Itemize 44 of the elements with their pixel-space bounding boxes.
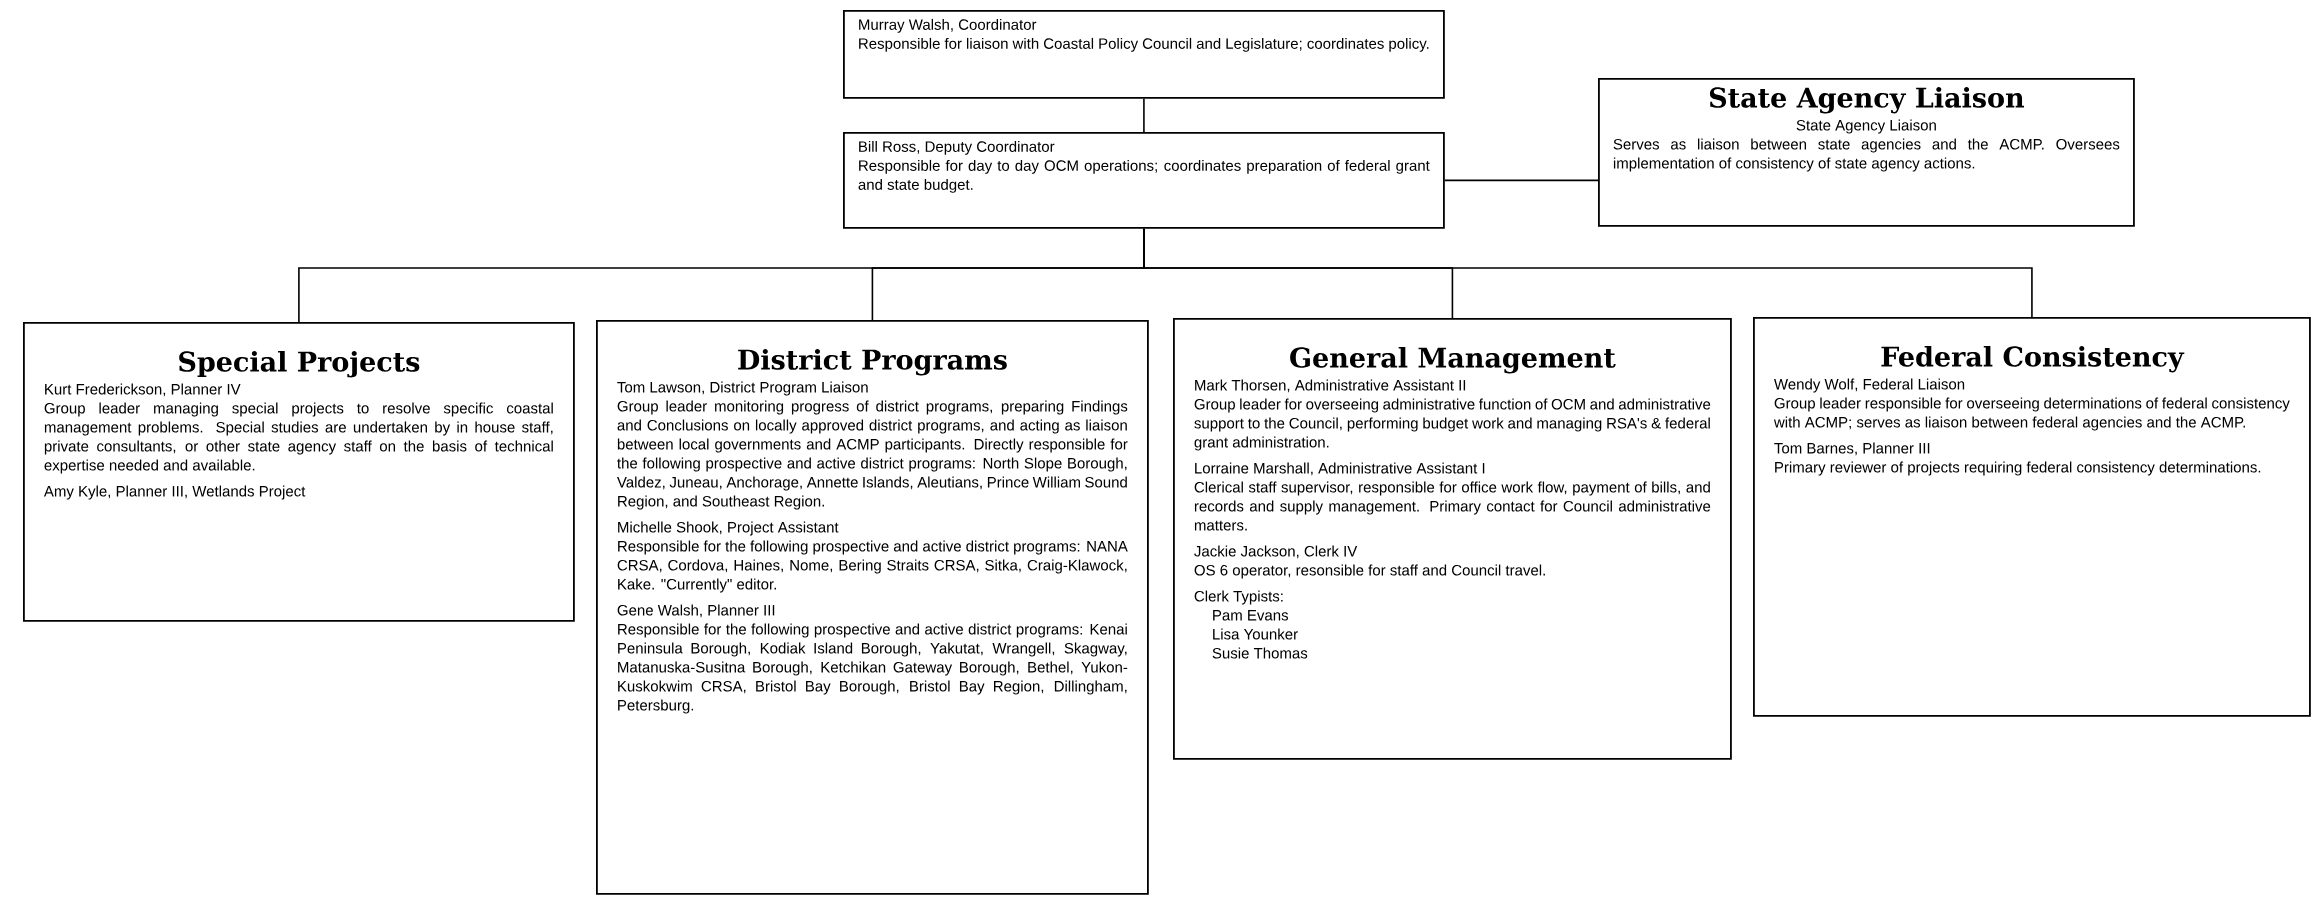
box-title: District Programs (738, 348, 1007, 376)
duty-description: Group leader monitoring progress of district programs, preparing Findings and Conclusions on locally approved district programs, and acting as liaison between local governments and ACMP participants. Directly responsible for the following prospective and active district programs: North Slope Borough, Valdez, Juneau, Anchorage, Annette Islands, Aleutians, Prince William Sound Region, and Southeast Region. (616, 400, 1128, 510)
staff-name: Jackie Jackson, Clerk IV (1194, 545, 1358, 559)
org-box (1598, 78, 2135, 227)
duty-description: Group leader managing special projects to resolve specific coastal management problems. Special studies are undertaken by in house staff, private consultants, or other state agency staff on the basis of technical expertise needed and available. (44, 402, 553, 474)
box-subtitle: State Agency Liaison (1796, 119, 1936, 134)
staff-name: Clerk Typists: (1194, 590, 1283, 605)
org-box (843, 10, 1445, 99)
org-box (1753, 317, 2311, 717)
org-box (23, 322, 575, 622)
staff-name: Gene Walsh, Planner III (617, 604, 775, 618)
box-title: Federal Consistency (1881, 345, 2185, 373)
staff-name: Michelle Shook, Project Assistant (618, 521, 839, 536)
org-box (1173, 318, 1732, 760)
duty-description: Primary reviewer of projects requiring federal consistency determinations. (1775, 461, 2261, 476)
staff-name: Lorraine Marshall, Administrative Assistant I (1195, 462, 1485, 476)
staff-name: Amy Kyle, Planner III, Wetlands Project (43, 485, 306, 500)
staff-name: Wendy Wolf, Federal Liaison (1774, 378, 1965, 393)
staff-name: Murray Walsh, Coordinator (859, 18, 1037, 33)
org-box (596, 320, 1149, 895)
staff-name: Tom Lawson, District Program Liaison (617, 381, 868, 396)
duty-description: Clerical staff supervisor, responsible for office work flow, payment of bills, and records and supply management. Primary contact for Council administrative matters. (1194, 481, 1711, 531)
connector-line (1444, 179, 1599, 182)
box-title: Special Projects (179, 350, 420, 378)
org-box (843, 132, 1445, 229)
duty-description: Group leader responsible for overseeing determinations of federal consistency with ACMP; serves as liaison between federal agencies and the ACMP. (1773, 397, 2290, 431)
staff-name: Pam Evans (1213, 610, 1289, 621)
duty-description: Responsible for the following prospective and active district programs: NANA CRSA, Cordova, Haines, Nome, Bering Straits CRSA, Sitka, Craig-Klawock, Kake. "Currently" editor. (617, 540, 1128, 593)
duty-description: Serves as liaison between state agencies and the ACMP. Oversees implementation of consistency of state agency actions. (1613, 138, 2120, 172)
staff-name: Tom Barnes, Planner III (1774, 442, 1930, 456)
duty-description: Group leader for overseeing administrative function of OCM and administrative support to the Council, performing budget work and managing RSA's & federal grant administration. (1194, 398, 1711, 451)
staff-name: Mark Thorsen, Administrative Assistant II (1195, 379, 1466, 393)
box-title: State Agency Liaison (1709, 86, 2025, 114)
staff-name: Kurt Frederickson, Planner IV (45, 383, 241, 397)
connector-line (1143, 98, 1145, 133)
duty-description: Responsible for day to day OCM operations; coordinates preparation of federal grant and state budget. (858, 159, 1430, 193)
staff-name: Susie Thomas (1212, 647, 1308, 659)
duty-description: OS 6 operator, resonsible for staff and Council travel. (1194, 564, 1545, 579)
duty-description: Responsible for the following prospective and active district programs: Kenai Peninsula Borough, Kodiak Island Borough, Yakutat, Wrangell, Skagway, Matanuska-Susitna Borough, Ketchikan Gateway Borough, Bethel, Yukon-Kuskokwim CRSA, Bristol Bay Borough, Bristol Bay Region, Dillingham, Petersburg. (618, 623, 1128, 714)
box-title: General Management (1290, 346, 1616, 374)
staff-name: Lisa Younker (1213, 628, 1298, 640)
duty-description: Responsible for liaison with Coastal Policy Council and Legislature; coordinates policy. (859, 37, 1429, 52)
staff-name: Bill Ross, Deputy Coordinator (859, 140, 1055, 155)
connector-line (1143, 228, 2033, 318)
